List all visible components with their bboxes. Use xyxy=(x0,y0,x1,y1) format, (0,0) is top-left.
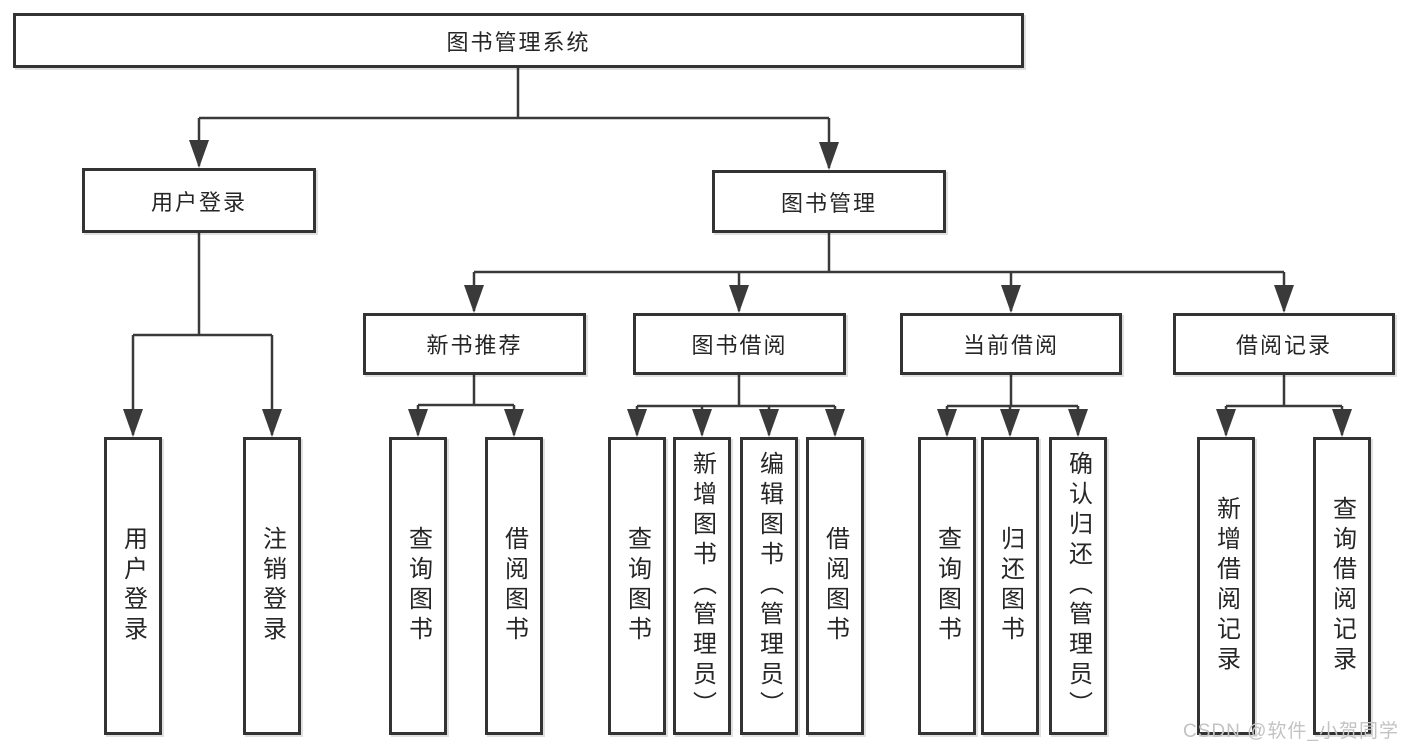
arrowhead-icon xyxy=(1068,409,1088,437)
node-user-login-label: 用户登录 xyxy=(150,189,247,215)
leaf-add-borrow-record-label: 新增借阅记录 xyxy=(1212,496,1240,676)
leaf-user-login: 用户登录 xyxy=(104,437,162,735)
leaf-edit-book-admin-label: 编辑图书（管理员） xyxy=(755,451,783,721)
arrowhead-icon xyxy=(123,409,143,437)
arrowhead-icon xyxy=(504,409,524,437)
node-book-management: 图书管理 xyxy=(712,170,946,233)
node-new-book-recommend-label: 新书推荐 xyxy=(426,333,523,358)
arrowhead-icon xyxy=(819,142,839,170)
node-borrowing-records-label: 借阅记录 xyxy=(1235,333,1332,358)
leaf-add-book-admin-label: 新增图书（管理员） xyxy=(688,451,716,721)
leaf-return-books: 归还图书 xyxy=(981,437,1039,735)
node-book-borrowing: 图书借阅 xyxy=(633,313,846,375)
leaf-query-borrow-record: 查询借阅记录 xyxy=(1313,437,1371,735)
leaf-query-books-recommend: 查询图书 xyxy=(389,437,447,735)
arrowhead-icon xyxy=(759,409,779,437)
node-user-login: 用户登录 xyxy=(82,168,316,233)
leaf-query-books-current-label: 查询图书 xyxy=(933,526,961,646)
leaf-query-books-borrowing-label: 查询图书 xyxy=(623,526,651,646)
arrowhead-icon xyxy=(1216,409,1236,437)
watermark: CSDN @软件_小贺同学 xyxy=(1183,721,1399,742)
node-new-book-recommend: 新书推荐 xyxy=(363,313,586,375)
leaf-logout: 注销登录 xyxy=(243,437,301,735)
node-borrowing-records: 借阅记录 xyxy=(1173,313,1395,375)
leaf-query-books-current: 查询图书 xyxy=(918,437,976,735)
leaf-logout-label: 注销登录 xyxy=(258,526,286,646)
arrowhead-icon xyxy=(729,285,749,313)
arrowhead-icon xyxy=(1332,409,1352,437)
leaf-edit-book-admin: 编辑图书（管理员） xyxy=(740,437,798,735)
arrowhead-icon xyxy=(692,409,712,437)
arrowhead-icon xyxy=(408,409,428,437)
arrowhead-icon xyxy=(937,409,957,437)
arrowhead-icon xyxy=(262,409,282,437)
node-book-management-label: 图书管理 xyxy=(780,190,877,216)
leaf-add-borrow-record: 新增借阅记录 xyxy=(1197,437,1255,735)
leaf-query-books-borrowing: 查询图书 xyxy=(608,437,666,735)
leaf-confirm-return-admin-label: 确认归还（管理员） xyxy=(1064,451,1092,721)
node-current-borrowing: 当前借阅 xyxy=(900,313,1122,375)
leaf-borrow-books-recommend-label: 借阅图书 xyxy=(500,526,528,646)
arrowhead-icon xyxy=(189,140,209,168)
leaf-confirm-return-admin: 确认归还（管理员） xyxy=(1049,437,1107,735)
arrowhead-icon xyxy=(825,409,845,437)
leaf-borrow-books-borrowing-label: 借阅图书 xyxy=(821,526,849,646)
leaf-borrow-books-borrowing: 借阅图书 xyxy=(806,437,864,735)
arrowhead-icon xyxy=(1000,409,1020,437)
node-root-label: 图书管理系统 xyxy=(446,29,591,55)
leaf-borrow-books-recommend: 借阅图书 xyxy=(485,437,543,735)
leaf-return-books-label: 归还图书 xyxy=(996,526,1024,646)
leaf-query-borrow-record-label: 查询借阅记录 xyxy=(1328,496,1356,676)
node-current-borrowing-label: 当前借阅 xyxy=(962,333,1059,358)
arrowhead-icon xyxy=(1001,285,1021,313)
leaf-query-books-recommend-label: 查询图书 xyxy=(404,526,432,646)
arrowhead-icon xyxy=(464,285,484,313)
leaf-add-book-admin: 新增图书（管理员） xyxy=(673,437,731,735)
arrowhead-icon xyxy=(1274,285,1294,313)
leaf-user-login-label: 用户登录 xyxy=(119,526,147,646)
node-root: 图书管理系统 xyxy=(13,13,1024,68)
arrowhead-icon xyxy=(627,409,647,437)
node-book-borrowing-label: 图书借阅 xyxy=(691,333,788,358)
